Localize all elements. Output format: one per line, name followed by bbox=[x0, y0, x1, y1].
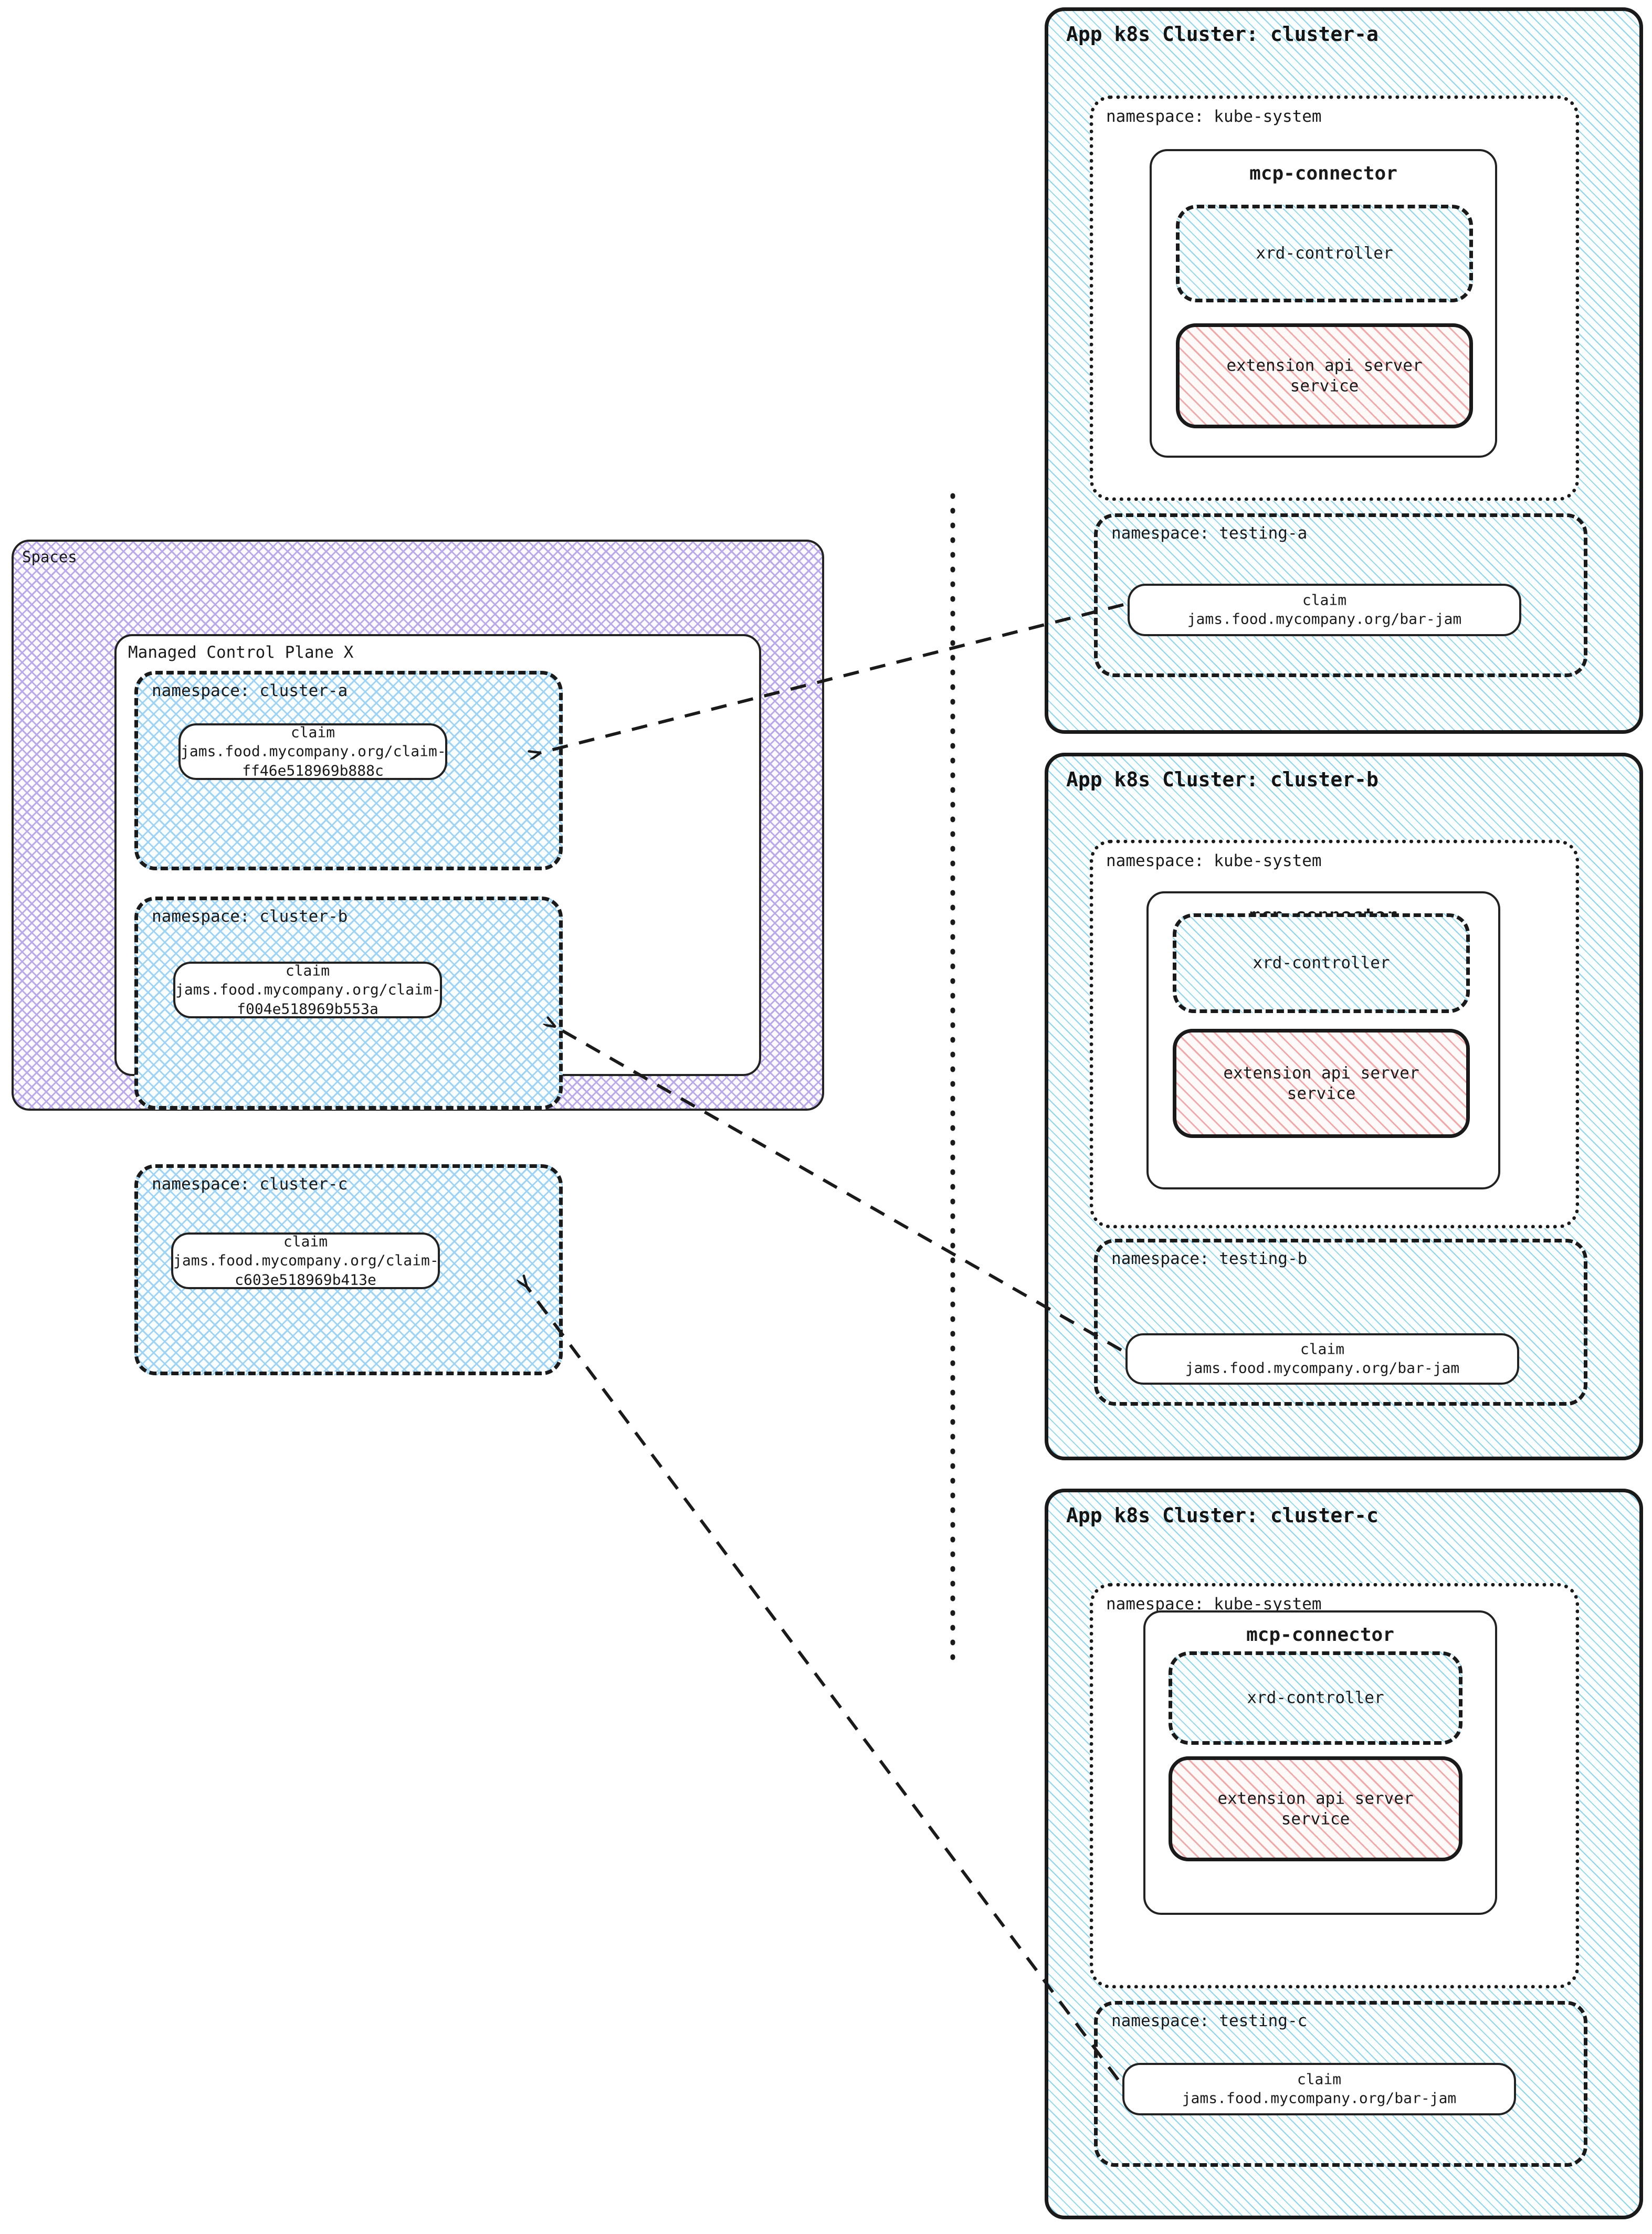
mcp-namespace-cluster-a-label: namespace: cluster-a bbox=[152, 681, 348, 700]
cluster-b-extension-api-server-service-label: extension api server service bbox=[1223, 1063, 1419, 1103]
cluster-c-testing-namespace: namespace: testing-c bbox=[1094, 2001, 1587, 2167]
cluster-c-xrd-controller-label: xrd-controller bbox=[1247, 1688, 1384, 1708]
app-cluster-b-title: App k8s Cluster: cluster-b bbox=[1066, 768, 1379, 791]
spaces-label: Spaces bbox=[22, 548, 77, 566]
cluster-c-testing-claim-text: claim jams.food.mycompany.org/bar-jam bbox=[1182, 2070, 1457, 2107]
cluster-b-testing-namespace-label: namespace: testing-b bbox=[1111, 1249, 1308, 1268]
cluster-a-testing-claim[interactable]: claim jams.food.mycompany.org/bar-jam bbox=[1128, 584, 1521, 636]
cluster-a-extension-api-server-service-label: extension api server service bbox=[1226, 356, 1423, 395]
cluster-b-kube-system-label: namespace: kube-system bbox=[1106, 851, 1322, 870]
mcp-namespace-cluster-b-label: namespace: cluster-b bbox=[152, 907, 348, 926]
mcp-claim-cluster-b[interactable]: claim jams.food.mycompany.org/claim- f00… bbox=[173, 962, 442, 1018]
cluster-a-testing-namespace-label: namespace: testing-a bbox=[1111, 524, 1308, 543]
cluster-b-extension-api-server-service[interactable]: extension api server service bbox=[1173, 1029, 1470, 1138]
cluster-b-testing-claim[interactable]: claim jams.food.mycompany.org/bar-jam bbox=[1125, 1333, 1519, 1385]
cluster-a-testing-claim-text: claim jams.food.mycompany.org/bar-jam bbox=[1187, 591, 1462, 628]
cluster-c-kube-system-label: namespace: kube-system bbox=[1106, 1595, 1322, 1614]
cluster-c-testing-namespace-label: namespace: testing-c bbox=[1111, 2011, 1308, 2030]
cluster-c-extension-api-server-service[interactable]: extension api server service bbox=[1169, 1756, 1462, 1861]
mcp-claim-cluster-c[interactable]: claim jams.food.mycompany.org/claim- c60… bbox=[171, 1232, 440, 1289]
managed-control-plane-label: Managed Control Plane X bbox=[128, 643, 354, 662]
cluster-a-xrd-controller[interactable]: xrd-controller bbox=[1176, 205, 1473, 302]
mcp-namespace-cluster-c-label: namespace: cluster-c bbox=[152, 1175, 348, 1194]
cluster-c-mcp-connector-title: mcp-connector bbox=[1246, 1624, 1394, 1646]
mcp-claim-cluster-b-text: claim jams.food.mycompany.org/claim- f00… bbox=[175, 962, 441, 1018]
mcp-claim-cluster-a-text: claim jams.food.mycompany.org/claim- ff4… bbox=[181, 723, 446, 779]
arrow-testing-c-to-cluster-c bbox=[527, 1287, 1120, 2081]
cluster-c-testing-claim[interactable]: claim jams.food.mycompany.org/bar-jam bbox=[1122, 2063, 1516, 2115]
cluster-b-xrd-controller-label: xrd-controller bbox=[1253, 953, 1390, 973]
mcp-claim-cluster-a[interactable]: claim jams.food.mycompany.org/claim- ff4… bbox=[178, 723, 447, 780]
cluster-b-testing-claim-text: claim jams.food.mycompany.org/bar-jam bbox=[1185, 1340, 1460, 1377]
cluster-a-kube-system-label: namespace: kube-system bbox=[1106, 107, 1322, 126]
app-cluster-c-title: App k8s Cluster: cluster-c bbox=[1066, 1504, 1379, 1527]
cluster-c-extension-api-server-service-label: extension api server service bbox=[1217, 1789, 1414, 1828]
cluster-a-xrd-controller-label: xrd-controller bbox=[1256, 244, 1393, 263]
cluster-a-mcp-connector-title: mcp-connector bbox=[1249, 163, 1397, 184]
app-cluster-a-title: App k8s Cluster: cluster-a bbox=[1066, 23, 1379, 46]
cluster-a-testing-namespace: namespace: testing-a bbox=[1094, 513, 1587, 677]
cluster-b-xrd-controller[interactable]: xrd-controller bbox=[1173, 913, 1470, 1013]
cluster-a-extension-api-server-service[interactable]: extension api server service bbox=[1176, 323, 1473, 428]
cluster-c-xrd-controller[interactable]: xrd-controller bbox=[1169, 1651, 1462, 1745]
mcp-claim-cluster-c-text: claim jams.food.mycompany.org/claim- c60… bbox=[173, 1232, 439, 1289]
